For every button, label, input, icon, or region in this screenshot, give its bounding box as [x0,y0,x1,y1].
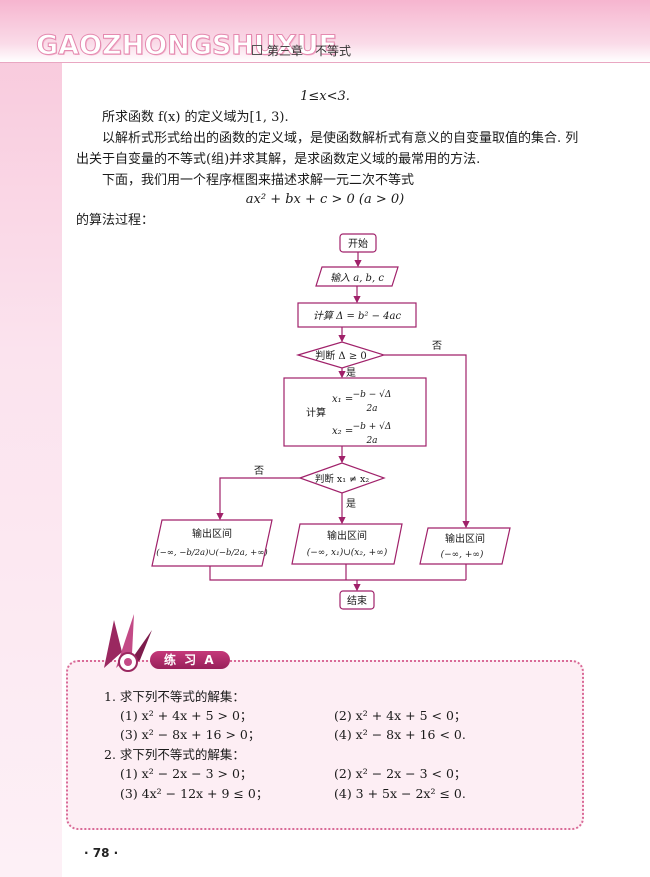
x1-denominator: 2a [365,404,377,414]
compute-delta-box [297,302,417,328]
compute-roots-label: 计算 [306,406,326,419]
header-chapter: 第三章不等式 [252,42,351,59]
chapter-title: 不等式 [315,44,352,58]
output-right-title: 输出区间 [445,532,485,545]
output-right-box [419,527,511,565]
output-left-title: 输出区间 [192,527,232,540]
paragraph-explain-2: 出关于自变量的不等式(组)并求其解，是求函数定义域的最常用的方法. [76,152,481,167]
question-1-part-1: (1) x² + 4x + 5 > 0； [120,708,253,723]
question-1-part-3: (3) x² − 8x + 16 > 0； [120,727,261,742]
input-label: 输入 a, b, c [330,272,384,284]
output-left-interval: (−∞, −b/2a)∪(−b/2a, +∞) [156,547,267,558]
output-mid-title: 输出区间 [327,529,367,542]
pen-decoration-icon [104,614,152,672]
x2-numerator: −b + √Δ [353,421,392,432]
exercise-title: 练 习 A [150,651,230,669]
exercise-box [66,660,584,830]
input-box [315,266,399,287]
paragraph-domain: 所求函数 f(x) 的定义域为[1, 3). [102,110,289,125]
paragraph-intro: 下面，我们用一个程序框图来描述求解一元二次不等式 [102,173,415,188]
no-label-2: 否 [254,465,264,477]
paragraph-explain-1: 以解析式形式给出的函数的定义域，是使函数解析式有意义的自变量取值的集合. 列 [102,131,579,146]
question-1-part-2: (2) x² + 4x + 5 < 0； [334,708,467,723]
output-mid-box [291,523,403,565]
question-2-part-2: (2) x² − 2x − 3 < 0； [334,766,467,781]
question-2: 2. 求下列不等式的解集： [104,747,245,762]
yes-label-1: 是 [346,367,356,379]
page-header: GAOZHONGSHUXUE 第三章不等式 [0,0,650,80]
end-label: 结束 [347,594,367,607]
no-label-1: 否 [432,340,442,352]
header-logo-text: GAOZHONGSHUXUE [35,30,338,62]
header-rule [0,62,650,63]
inequality-formula: ax² + bx + c > 0 (a > 0) [245,192,405,207]
square-icon [252,45,262,55]
decision-delta-label: 判断 Δ ≥ 0 [315,349,367,362]
yes-label-2: 是 [346,498,356,510]
chapter-number: 第三章 [267,44,304,58]
left-decor-band [0,0,62,877]
output-mid-interval: (−∞, x₁)∪(x₂, +∞) [307,547,388,558]
header-band [0,0,650,62]
output-right-interval: (−∞, +∞) [441,549,484,560]
decision-roots [298,462,386,494]
question-2-part-1: (1) x² − 2x − 3 > 0； [120,766,253,781]
x1-numerator: −b − √Δ [353,389,392,400]
output-left-box [151,519,273,567]
compute-roots-box [283,377,427,447]
x2-denominator: 2a [365,436,377,446]
paragraph-algorithm: 的算法过程： [76,213,155,228]
compute-delta-label: 计算 Δ = b² − 4ac [313,310,402,322]
start-label: 开始 [348,237,368,250]
question-1-part-4: (4) x² − 8x + 16 < 0. [334,727,466,742]
page-number: · 78 · [84,846,119,860]
result-line: 1≤x<3. [300,89,350,104]
question-2-part-4: (4) 3 + 5x − 2x² ≤ 0. [334,786,466,801]
decision-roots-label: 判断 x₁ ≠ x₂ [315,473,370,485]
question-2-part-3: (3) 4x² − 12x + 9 ≤ 0； [120,786,269,801]
question-1: 1. 求下列不等式的解集： [104,689,245,704]
x2-lhs: x₂ = [332,426,353,437]
x1-lhs: x₁ = [332,394,353,405]
